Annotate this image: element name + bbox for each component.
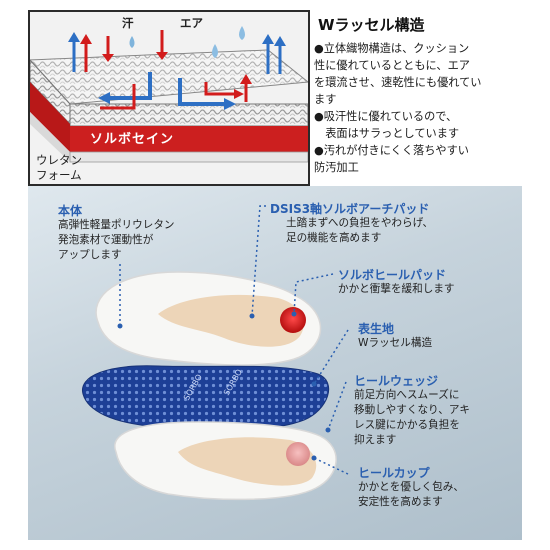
insole-parts-panel: SORBO SORBO 本体 高弾性軽量ポリウレタン 発泡素材で運動性が アップ… [28, 186, 522, 540]
sweat-label: 汗 [122, 16, 134, 30]
arch-pad-line: 土踏まずへの負担をやわらげ、 [286, 217, 434, 229]
body-line: 高弾性軽量ポリウレタン [58, 219, 175, 231]
arch-pad-line: 足の機能を高めます [286, 232, 382, 244]
structure-line: 表面はサラっとしています [314, 127, 460, 140]
heel-wedge-title: ヒールウェッジ [354, 374, 439, 388]
heel-cup-line: 安定性を高めます [358, 496, 443, 508]
heel-wedge-line: 移動しやすくなり、アキ [354, 404, 471, 416]
body-line: 発泡素材で運動性が [58, 234, 154, 246]
surface-line: Wラッセル構造 [358, 337, 433, 349]
urethane-foam-label-2: フォーム [36, 168, 82, 182]
structure-line: ます [314, 93, 337, 106]
structure-line: ●吸汗性に優れているので、 [314, 110, 458, 123]
body-line: アップします [58, 249, 122, 261]
surface-title: 表生地 [358, 322, 395, 336]
heel-pad-line: かかと衝撃を緩和します [338, 283, 455, 295]
sorbo-heel-pad-icon [280, 307, 306, 333]
heel-pad-title: ソルボヒールパッド [338, 268, 447, 282]
structure-line: 防汚加工 [314, 161, 359, 174]
water-drop-icon [129, 36, 135, 48]
structure-line: 性に優れているとともに、エア [314, 59, 470, 72]
heel-cup-title: ヒールカップ [358, 466, 430, 480]
water-drop-icon [239, 26, 245, 40]
layer-cross-section-illustration [30, 12, 308, 184]
air-label: エア [180, 16, 203, 30]
heel-wedge-line: 抑えます [354, 434, 397, 446]
body-title: 本体 [58, 204, 83, 218]
heel-cup-line: かかとを優しく包み、 [358, 481, 464, 493]
urethane-foam-label-1: ウレタン [36, 153, 82, 167]
structure-line: ●汚れが付きにくく落ちやすい [314, 144, 469, 157]
structure-line: ●立体織物構造は、クッション [314, 42, 470, 55]
water-drop-icon [212, 44, 218, 58]
structure-line: を環流させ、速乾性にも優れてい [314, 76, 482, 89]
structure-description: ●立体織物構造は、クッション 性に優れているとともに、エア を環流させ、速乾性に… [314, 40, 544, 180]
insole-illustration: SORBO SORBO [81, 205, 349, 501]
arch-pad-title: DSIS3軸ソルボアーチパッド [270, 202, 430, 216]
structure-diagram: 汗 エア ソルボセイン ウレタン フォーム [28, 10, 310, 186]
heel-wedge-line: 前足方向へスムーズに [354, 389, 460, 401]
sorbothane-band-label: ソルボセイン [90, 132, 175, 147]
structure-title: Wラッセル構造 [318, 16, 425, 34]
heel-wedge-line: レス腱にかかる負担を [354, 419, 460, 431]
heel-cup-pad-icon [286, 442, 310, 466]
